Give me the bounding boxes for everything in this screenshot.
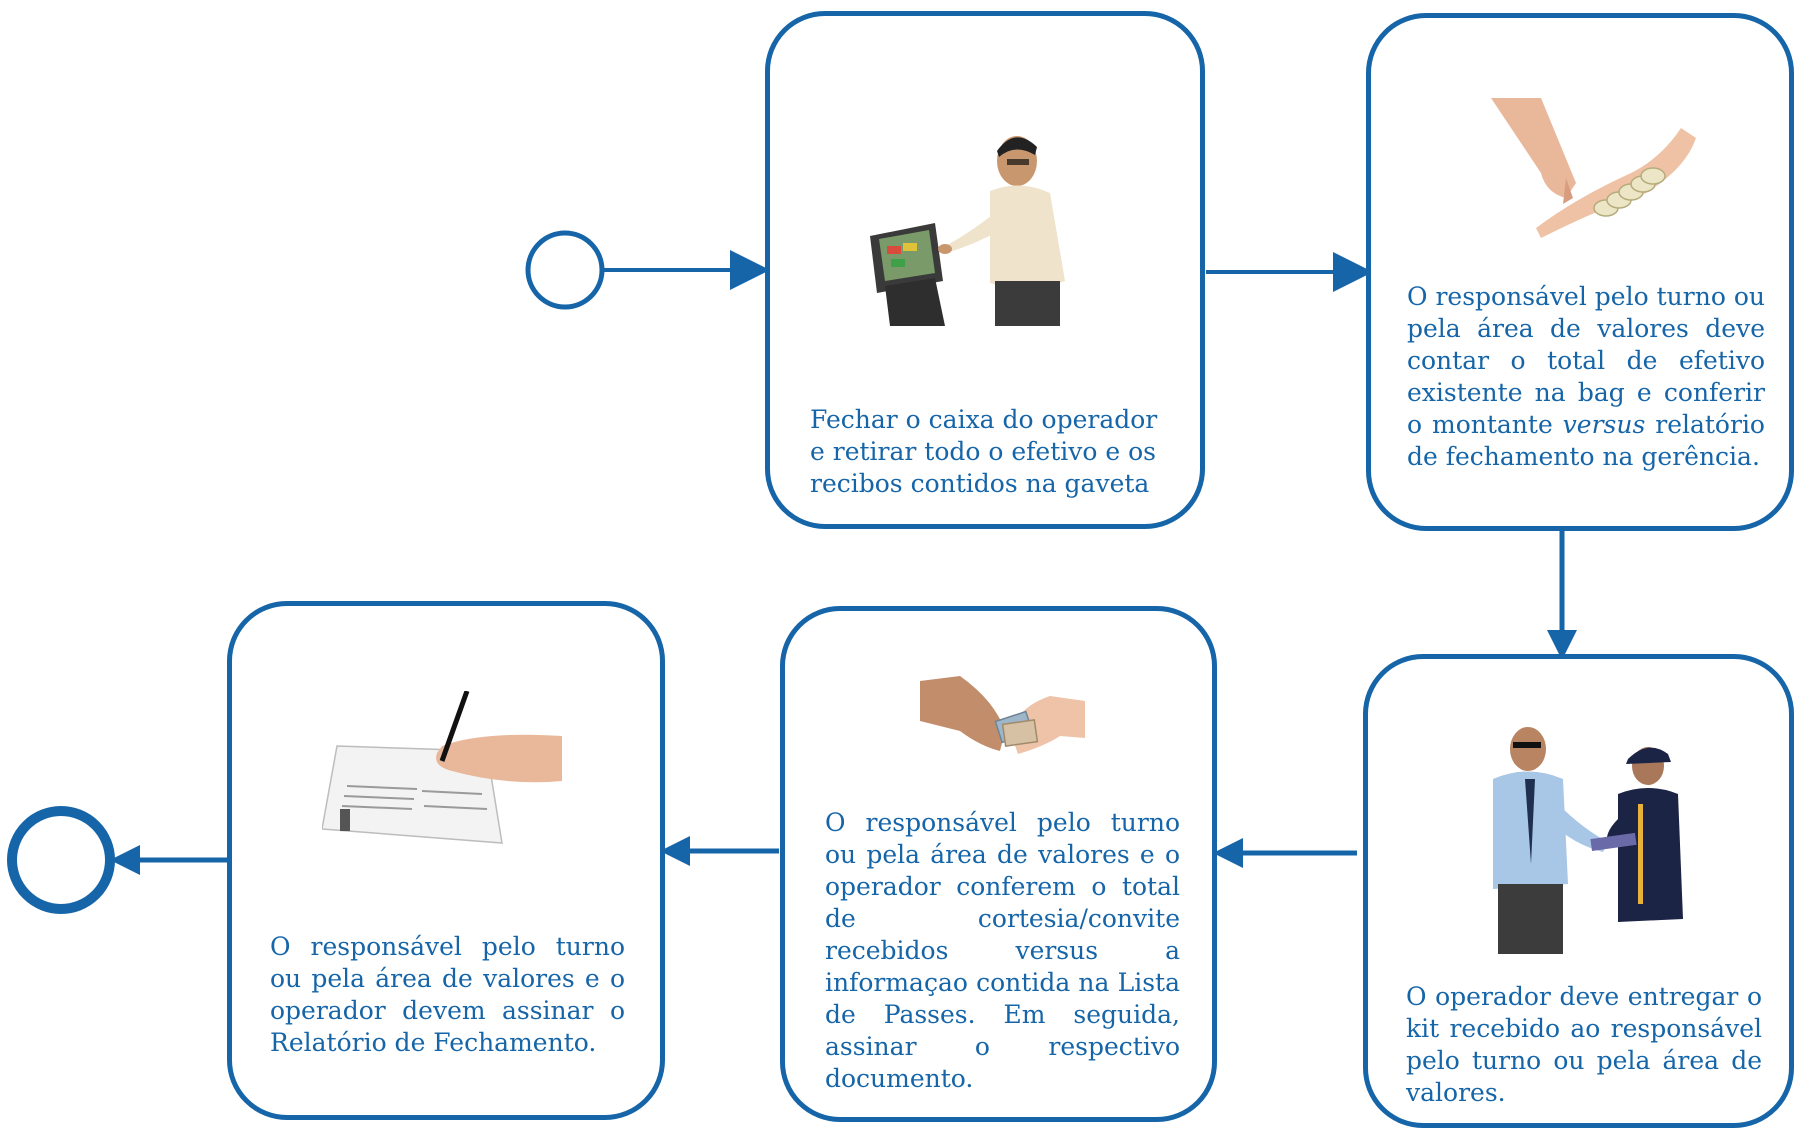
hand-counting-coins-image [1491, 98, 1696, 238]
step2-caption-main: O responsável pelo turno ou pela área de… [1407, 282, 1765, 439]
step3-caption: O operador deve entregar o kit recebido … [1406, 982, 1762, 1107]
coins [1593, 167, 1666, 217]
hands-exchanging-notes-image [920, 676, 1085, 754]
step1-caption: Fechar o caixa do operador e retirar tod… [810, 405, 1158, 498]
step2-caption-end: relatório de fechamento na gerência. [1407, 410, 1765, 471]
hand-signing-document-image [322, 691, 562, 844]
operator-at-pos-terminal-image [870, 136, 1065, 326]
operator-handing-kit-image [1493, 727, 1683, 954]
step3-box: O operador deve entregar o kit recebido … [1363, 654, 1794, 1128]
step5-caption: O responsável pelo turno ou pela área de… [270, 932, 625, 1057]
step1-box: Fechar o caixa do operador e retirar tod… [765, 11, 1205, 529]
start-circle [525, 230, 605, 310]
end-circle [7, 806, 115, 914]
step2-caption-emphasis: versus [1562, 410, 1646, 439]
step4-box: O responsável pelo turno ou pela área de… [780, 606, 1217, 1122]
step2-caption: O responsável pelo turno ou pela área de… [1407, 281, 1765, 473]
step2-box: O responsável pelo turno ou pela área de… [1366, 13, 1794, 531]
step4-caption: O responsável pelo turno ou pela área de… [825, 808, 1180, 1093]
step5-box: O responsável pelo turno ou pela área de… [227, 601, 665, 1120]
